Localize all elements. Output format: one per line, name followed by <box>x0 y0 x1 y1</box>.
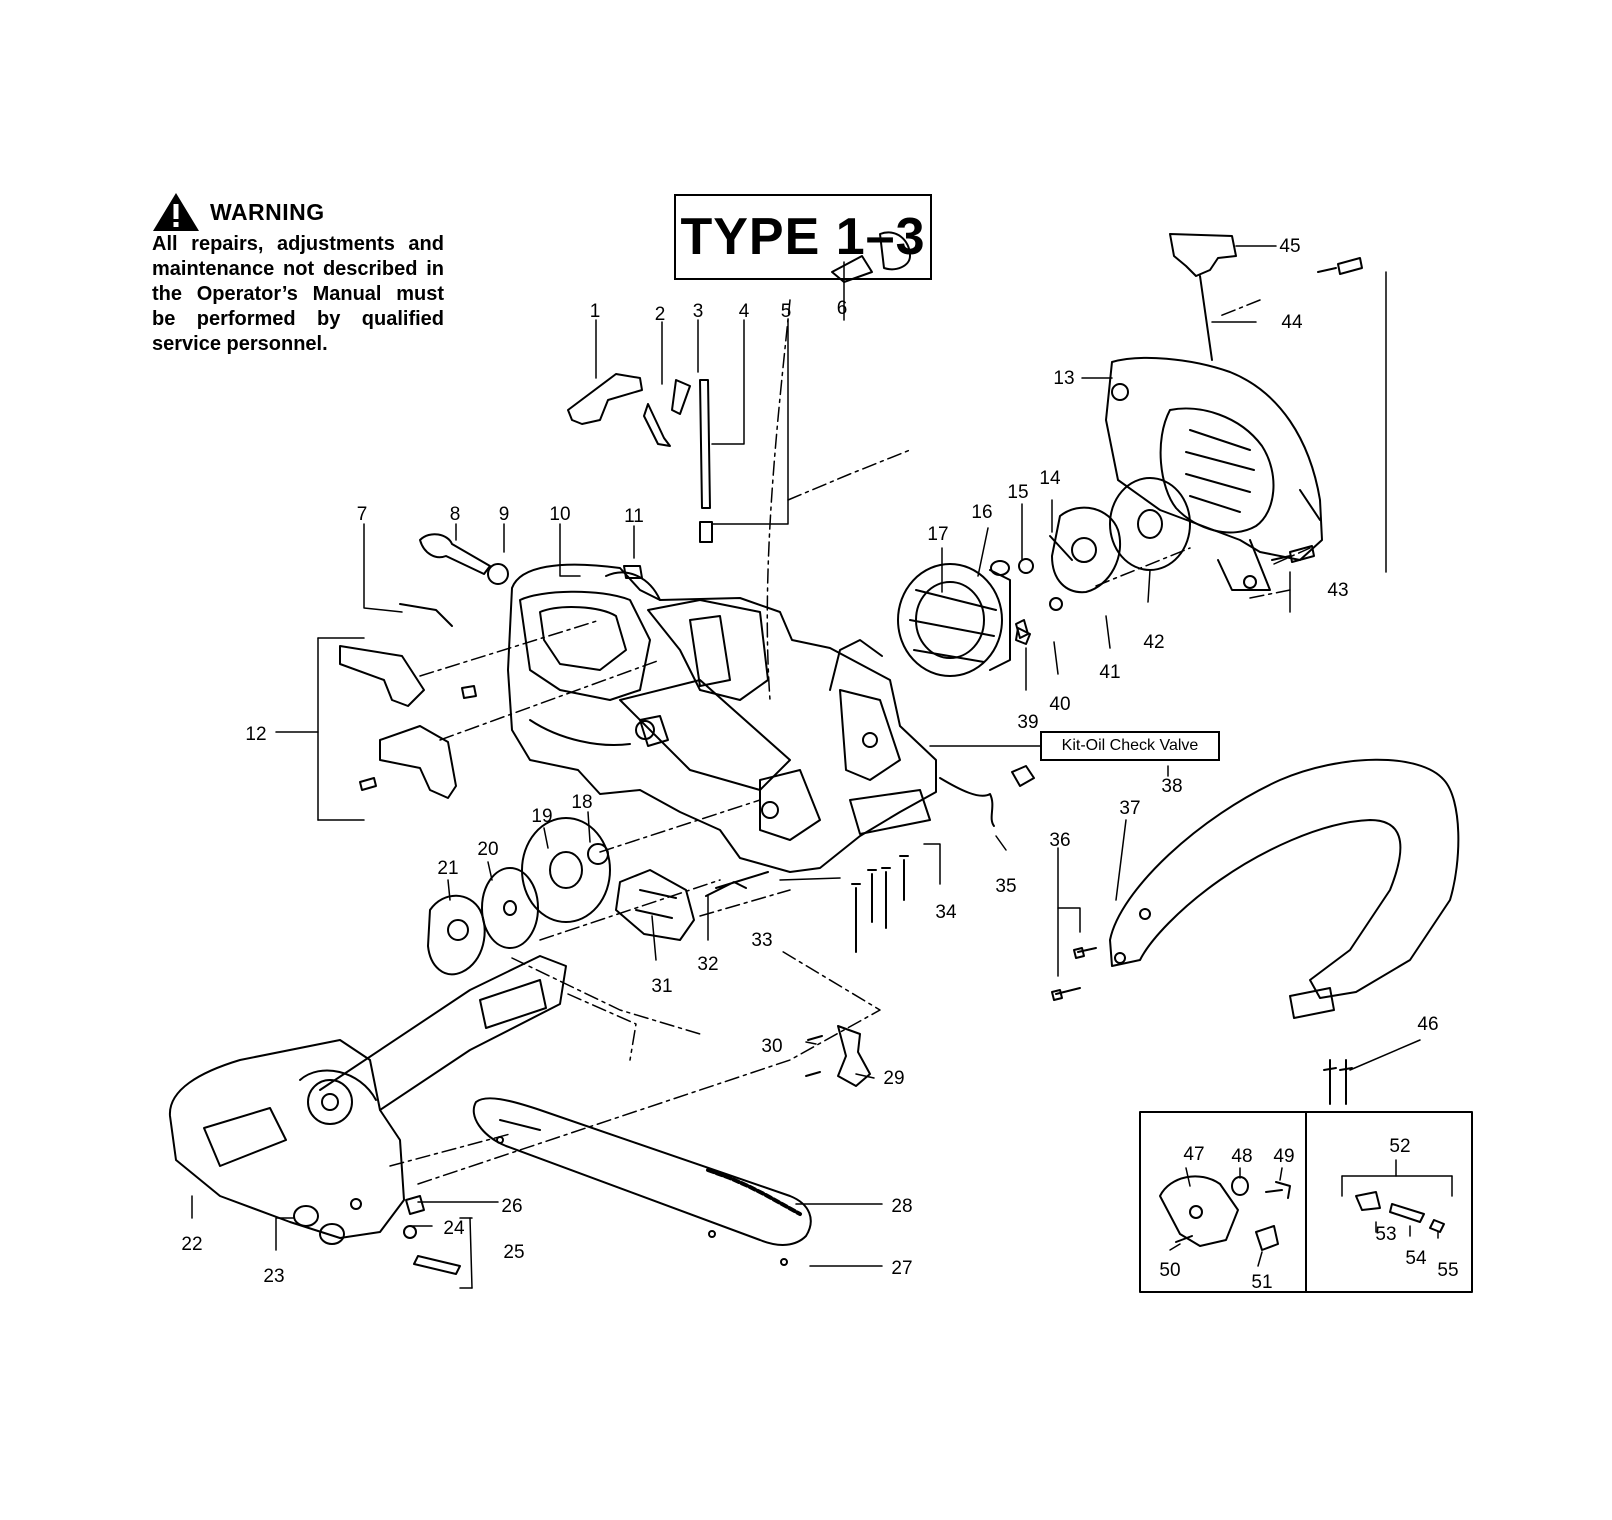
front-handle-drawing <box>1051 758 1460 1105</box>
callout-32: 32 <box>697 954 718 975</box>
callout-11: 11 <box>624 506 644 527</box>
callout-13: 13 <box>1053 368 1074 389</box>
callout-49: 49 <box>1273 1146 1294 1167</box>
chain-brake-drawing <box>168 955 567 1275</box>
callout-21: 21 <box>437 858 458 879</box>
callout-38: 38 <box>1161 776 1182 797</box>
callout-15: 15 <box>1007 482 1028 503</box>
warning-title: WARNING <box>210 198 325 225</box>
callout-22: 22 <box>181 1234 202 1255</box>
callout-24: 24 <box>443 1218 465 1239</box>
callout-6: 6 <box>837 298 848 319</box>
callout-27: 27 <box>891 1258 912 1279</box>
callout-30: 30 <box>761 1036 782 1057</box>
callout-18: 18 <box>571 792 592 813</box>
callout-25: 25 <box>503 1242 524 1263</box>
callout-12: 12 <box>245 724 266 745</box>
callout-41: 41 <box>1099 662 1120 683</box>
callout-45: 45 <box>1279 236 1300 257</box>
kit-oil-check-valve-label: Kit-Oil Check Valve <box>1040 731 1220 761</box>
callout-33: 33 <box>751 930 772 951</box>
callout-50: 50 <box>1159 1260 1180 1281</box>
guide-bar-drawing <box>472 1097 812 1266</box>
callout-55: 55 <box>1437 1260 1458 1281</box>
callout-48: 48 <box>1231 1146 1252 1167</box>
assembly-lines <box>389 299 1311 1185</box>
bolts-43-drawing <box>1271 257 1363 563</box>
callout-42: 42 <box>1143 632 1164 653</box>
callout-19: 19 <box>531 806 552 827</box>
callout-10: 10 <box>549 504 570 525</box>
callout-35: 35 <box>995 876 1016 897</box>
callout-labels: 1 2 3 4 5 6 7 8 9 10 11 12 13 14 15 16 1… <box>181 236 1458 1293</box>
callout-54: 54 <box>1405 1248 1427 1269</box>
callout-47: 47 <box>1183 1144 1204 1165</box>
trigger-assembly-drawing <box>339 645 477 799</box>
warning-text: All repairs, adjustments and maintenance… <box>152 233 444 355</box>
callout-4: 4 <box>739 301 750 322</box>
callout-1: 1 <box>590 301 601 322</box>
side-plate-drawing <box>615 869 769 941</box>
bolts-34-drawing <box>851 855 909 953</box>
callout-39: 39 <box>1017 712 1038 733</box>
oil-check-valve-drawing <box>939 619 1035 827</box>
callout-52: 52 <box>1389 1136 1410 1157</box>
callout-29: 29 <box>883 1068 904 1089</box>
callout-51: 51 <box>1251 1272 1272 1293</box>
callout-31: 31 <box>651 976 672 997</box>
callout-17: 17 <box>927 524 948 545</box>
callout-28: 28 <box>891 1196 912 1217</box>
inset-boxes-drawing <box>1139 1111 1473 1293</box>
callout-5: 5 <box>781 301 792 322</box>
callout-14: 14 <box>1039 468 1061 489</box>
type-label: TYPE 1–3 <box>674 194 932 280</box>
main-housing-drawing <box>507 563 937 873</box>
callout-40: 40 <box>1049 694 1070 715</box>
leader-lines <box>191 245 1453 1289</box>
callout-7: 7 <box>357 504 368 525</box>
cover-plate-drawing <box>805 1025 871 1087</box>
callout-9: 9 <box>499 504 510 525</box>
callout-3: 3 <box>693 301 704 322</box>
callout-2: 2 <box>655 304 666 325</box>
clutch-parts-drawing <box>427 817 611 976</box>
warning-triangle-icon <box>153 193 199 231</box>
callout-37: 37 <box>1119 798 1140 819</box>
callout-43: 43 <box>1327 580 1348 601</box>
callout-46: 46 <box>1417 1014 1438 1035</box>
callout-34: 34 <box>935 902 957 923</box>
callout-16: 16 <box>971 502 992 523</box>
warning-header: WARNING <box>152 192 325 232</box>
callout-23: 23 <box>263 1266 284 1287</box>
callout-26: 26 <box>501 1196 522 1217</box>
starter-handle-drawing <box>1169 233 1237 361</box>
callout-53: 53 <box>1375 1224 1396 1245</box>
throttle-parts-drawing <box>399 231 911 627</box>
callout-20: 20 <box>477 839 498 860</box>
callout-8: 8 <box>450 504 461 525</box>
flywheel-group-drawing <box>897 477 1191 677</box>
callout-44: 44 <box>1281 312 1303 333</box>
callout-36: 36 <box>1049 830 1070 851</box>
